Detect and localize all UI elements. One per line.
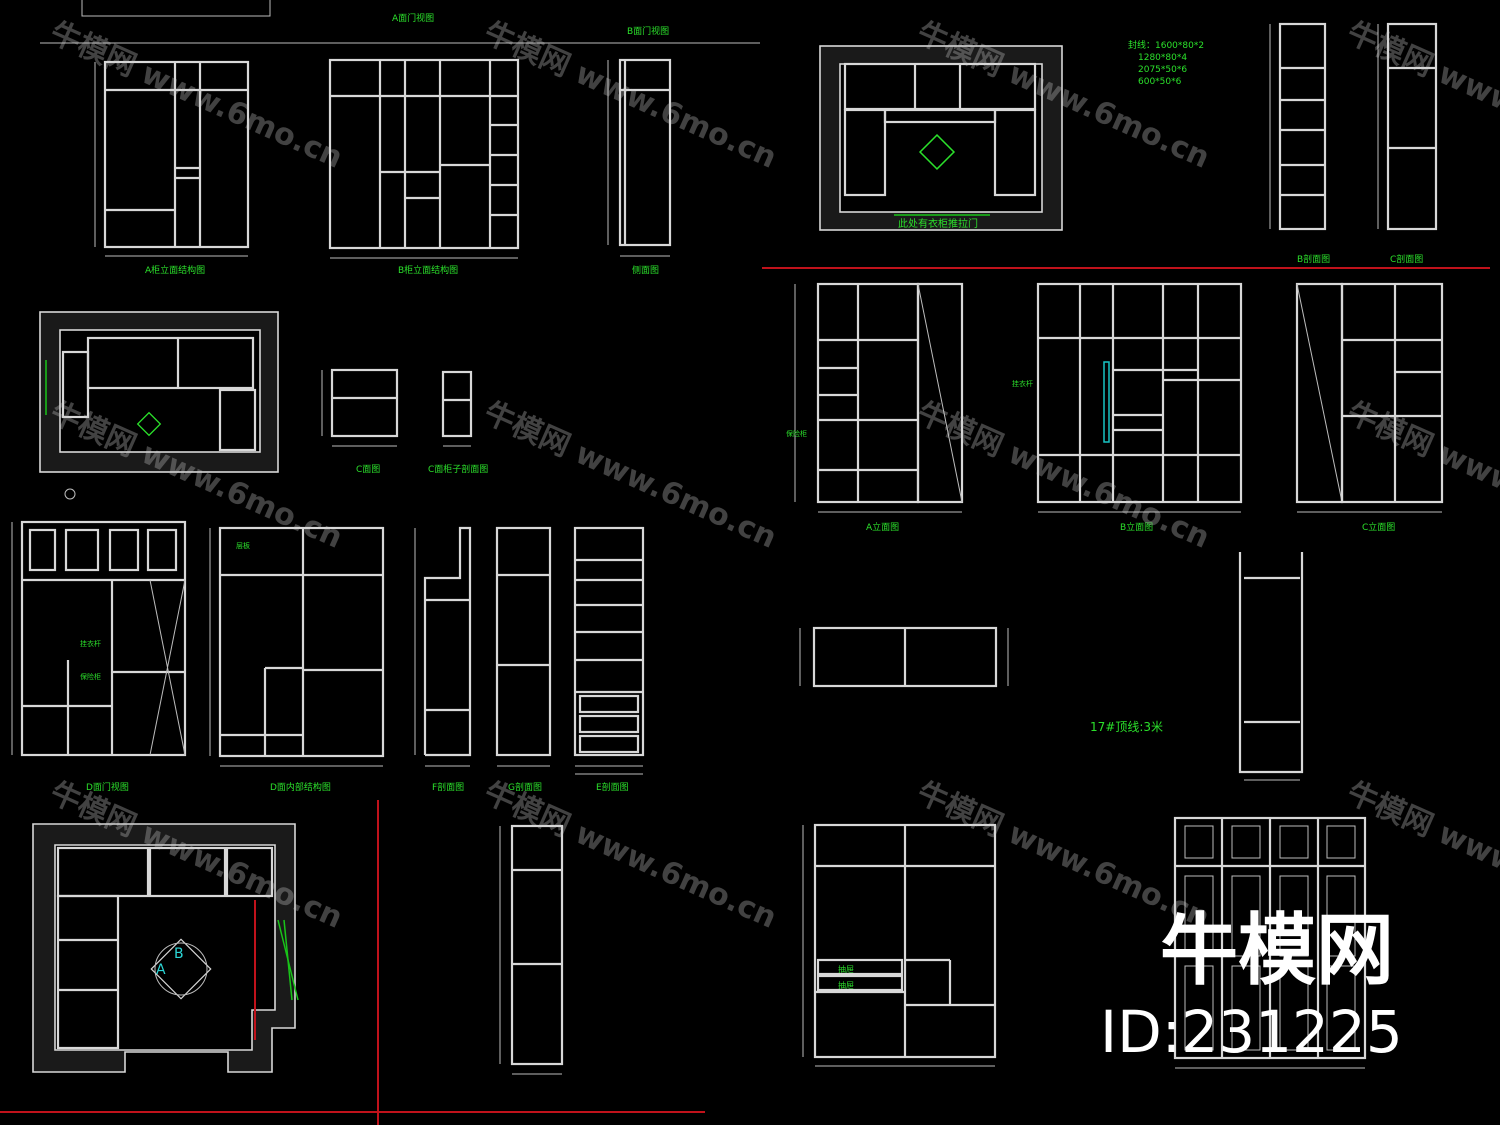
watermark-url: www.6mo.cn <box>136 56 347 176</box>
watermark-brand: 牛模网 <box>1342 775 1438 844</box>
drawer-label-2: 抽屉 <box>838 980 854 990</box>
hang-rod-label-d: 挂衣杆 <box>80 639 101 648</box>
f-section-cabinet <box>414 526 472 767</box>
brand-id: ID:231225 <box>1100 998 1403 1066</box>
door-panel-wardrobe <box>1173 816 1367 1069</box>
material-line-3: 2075*50*6 <box>1138 65 1187 75</box>
a-door-view-label: A面门视图 <box>392 12 434 24</box>
c-section-label: C剖面图 <box>1390 253 1423 265</box>
hang-rod-label-b: 挂衣杆 <box>1012 379 1033 388</box>
c-side-section <box>441 370 473 447</box>
b-cabinet-elevation <box>328 58 520 259</box>
top-strip-frame <box>81 0 271 17</box>
b-elev-label: B立面图 <box>1120 521 1153 533</box>
materials-list: 封线：1600*80*2 1280*80*4 2075*50*6 600*50*… <box>1128 39 1204 87</box>
shelf-note-label: 层板 <box>236 541 250 550</box>
g-section-label: G剖面图 <box>508 781 542 793</box>
wide-cabinet-plan <box>799 626 1009 688</box>
c-face-cabinet <box>321 368 399 447</box>
compass-b: B <box>174 946 184 962</box>
safe-label-d: 保险柜 <box>80 672 101 681</box>
b-section-cabinet <box>1269 22 1327 231</box>
c-floor-plan <box>39 311 279 473</box>
e-section-label: E剖面图 <box>596 781 629 793</box>
watermark-brand: 牛模网 <box>1342 395 1438 464</box>
d-inner-structure <box>209 526 385 767</box>
watermark-brand: 牛模网 <box>912 775 1008 844</box>
watermarks: 牛模网 www.6mo.cn 牛模网 www.6mo.cn 牛模网 www.6m… <box>45 15 1500 935</box>
c-elev-label: C立面图 <box>1362 521 1395 533</box>
b-section-label: B剖面图 <box>1297 253 1330 265</box>
tall-cabinet-section <box>499 824 564 1075</box>
brand-name: 牛模网 <box>1160 906 1394 996</box>
d-door-view <box>11 488 187 757</box>
side-view-label: 侧面图 <box>632 264 659 276</box>
watermark-url: www.6mo.cn <box>570 816 781 936</box>
compass-a: A <box>156 962 166 978</box>
c-face-label: C面图 <box>356 464 380 475</box>
d-inner-struct-label: D面内部结构图 <box>270 781 331 793</box>
material-line-4: 600*50*6 <box>1138 77 1182 87</box>
top-line-note: 17#顶线:3米 <box>1090 720 1163 734</box>
material-line-2: 1280*80*4 <box>1138 53 1187 63</box>
d-floor-plan <box>32 823 299 1073</box>
watermark-brand: 牛模网 <box>479 395 575 464</box>
watermark-brand: 牛模网 <box>45 15 141 84</box>
drawer-label-1: 抽屉 <box>838 964 854 974</box>
f-section-label: F剖面图 <box>432 781 464 793</box>
b-door-view-label: B面门视图 <box>627 25 669 37</box>
a-cabinet-elevation <box>94 60 250 257</box>
drawer-wardrobe-elevation <box>802 823 997 1067</box>
a-elevation-right <box>794 282 964 513</box>
a-elev-struct-label: A柜立面结构图 <box>145 264 205 276</box>
watermark-url: www.6mo.cn <box>570 436 781 556</box>
watermark-url: www.6mo.cn <box>570 56 781 176</box>
watermark-url: www.6mo.cn <box>1433 816 1500 936</box>
e-section-cabinet <box>573 526 645 775</box>
c-section-cabinet <box>1377 22 1438 231</box>
b-elevation-right <box>1036 282 1243 513</box>
a-elev-label: A立面图 <box>866 521 899 533</box>
watermark-url: www.6mo.cn <box>1433 436 1500 556</box>
material-line-1: 封线：1600*80*2 <box>1128 39 1204 51</box>
c-side-section-label: C面柜子剖面图 <box>428 463 488 475</box>
watermark-brand: 牛模网 <box>1342 15 1438 84</box>
b-elev-struct-label: B柜立面结构图 <box>398 264 458 276</box>
safe-label: 保险柜 <box>786 429 807 438</box>
c-elevation-right <box>1295 282 1444 513</box>
brand-overlay: 牛模网 ID:231225 <box>1100 906 1403 1066</box>
watermark-brand: 牛模网 <box>912 395 1008 464</box>
g-section-cabinet <box>495 526 552 767</box>
side-view-cabinet <box>607 58 672 257</box>
slide-door-note: 此处有衣柜推拉门 <box>898 217 978 230</box>
watermark-url: www.6mo.cn <box>1433 56 1500 176</box>
tall-narrow-cabinet <box>1238 552 1304 781</box>
d-door-view-label: D面门视图 <box>86 781 129 793</box>
watermark-brand: 牛模网 <box>479 15 575 84</box>
top-right-floor-plan <box>819 45 1063 231</box>
